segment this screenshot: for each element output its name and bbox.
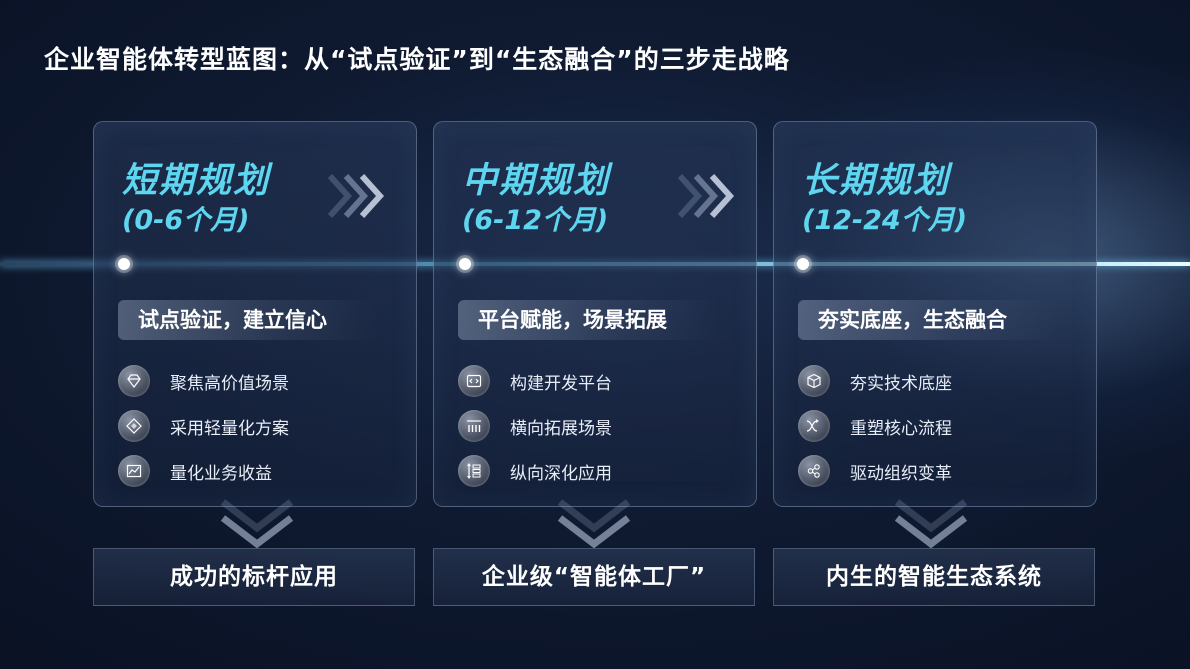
chart-icon [118, 455, 150, 487]
org-icon [798, 455, 830, 487]
item-label: 采用轻量化方案 [170, 418, 289, 439]
list-item: 重塑核心流程 [798, 409, 952, 443]
item-label: 重塑核心流程 [850, 418, 952, 439]
list-item: 夯实技术底座 [798, 364, 952, 398]
phase-range: (12-24个月) [802, 205, 968, 236]
layers-icon [118, 410, 150, 442]
chevron-down-icon [557, 499, 631, 549]
timeline-node [797, 258, 809, 270]
horizontal-expand-icon [458, 410, 490, 442]
item-label: 横向拓展场景 [510, 418, 612, 439]
list-item: 横向拓展场景 [458, 409, 612, 443]
phase-outcome: 企业级“智能体工厂” [433, 548, 755, 606]
phase-range: (0-6个月) [122, 205, 250, 236]
phase-theme: 夯实底座，生态融合 [798, 300, 1058, 340]
list-item: 构建开发平台 [458, 364, 612, 398]
phase-card-mid-term: 中期规划 (6-12个月) 平台赋能，场景拓展 构建开发平台 横向拓展场景 纵向… [433, 121, 757, 507]
list-item: 纵向深化应用 [458, 454, 612, 488]
item-label: 量化业务收益 [170, 463, 272, 484]
chevron-down-icon [894, 499, 968, 549]
list-item: 采用轻量化方案 [118, 409, 289, 443]
phase-outcome: 内生的智能生态系统 [773, 548, 1095, 606]
chevron-down-icon [220, 499, 294, 549]
phase-title: 长期规划 [802, 161, 951, 201]
phase-outcome: 成功的标杆应用 [93, 548, 415, 606]
phase-theme: 试点验证，建立信心 [118, 300, 378, 340]
item-label: 驱动组织变革 [850, 463, 952, 484]
item-label: 构建开发平台 [510, 373, 612, 394]
list-item: 量化业务收益 [118, 454, 272, 488]
code-icon [458, 365, 490, 397]
item-label: 聚焦高价值场景 [170, 373, 289, 394]
cube-icon [798, 365, 830, 397]
vertical-expand-icon [458, 455, 490, 487]
chevron-right-icon [677, 173, 735, 219]
timeline-node [459, 258, 471, 270]
list-item: 驱动组织变革 [798, 454, 952, 488]
item-label: 夯实技术底座 [850, 373, 952, 394]
chevron-right-icon [327, 173, 385, 219]
page-title: 企业智能体转型蓝图：从“试点验证”到“生态融合”的三步走战略 [44, 45, 790, 74]
item-label: 纵向深化应用 [510, 463, 612, 484]
diamond-icon [118, 365, 150, 397]
phase-theme: 平台赋能，场景拓展 [458, 300, 718, 340]
flow-icon [798, 410, 830, 442]
list-item: 聚焦高价值场景 [118, 364, 289, 398]
phase-title: 中期规划 [462, 161, 611, 201]
phase-title: 短期规划 [122, 161, 271, 201]
phase-card-short-term: 短期规划 (0-6个月) 试点验证，建立信心 聚焦高价值场景 采用轻量化方案 量… [93, 121, 417, 507]
phase-range: (6-12个月) [462, 205, 609, 236]
timeline-node [118, 258, 130, 270]
phase-card-long-term: 长期规划 (12-24个月) 夯实底座，生态融合 夯实技术底座 重塑核心流程 驱… [773, 121, 1097, 507]
